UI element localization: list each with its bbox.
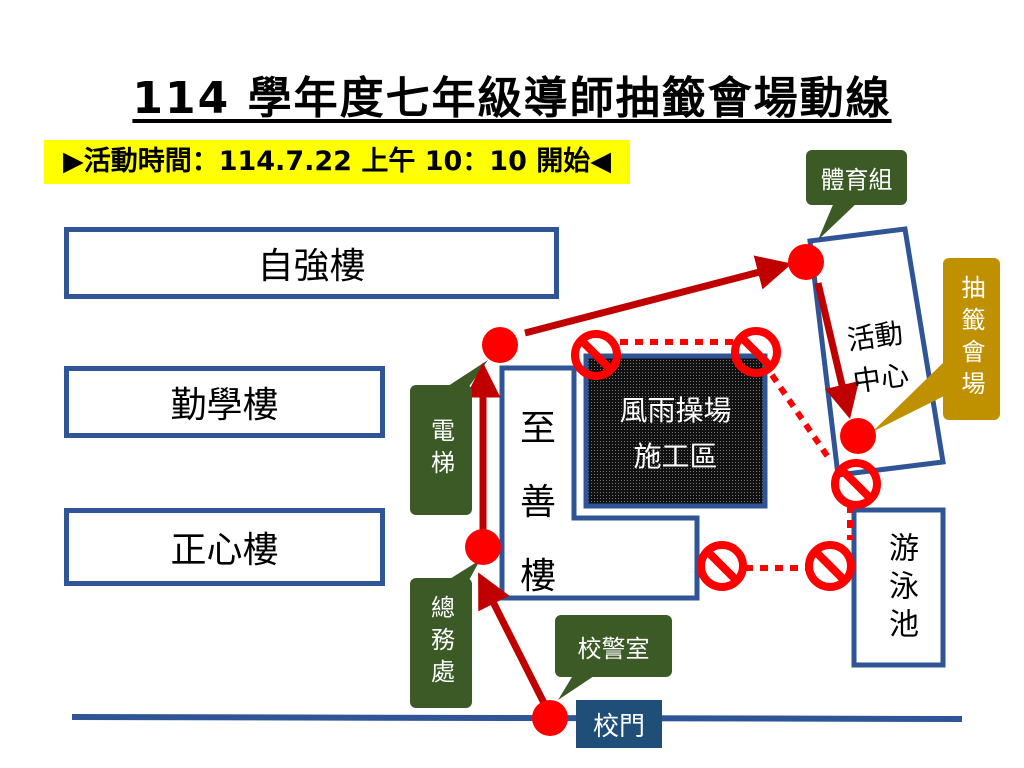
route-arrows [465,255,860,707]
title-text: 114 學年度七年級導師抽籤會場動線 [132,73,892,124]
route-points [465,244,876,736]
road [71,714,963,722]
pointer-guard [558,672,600,700]
building-pool-shape [851,507,946,668]
guard-room-label: 校警室 [555,615,672,677]
no-entry-icon [571,330,621,380]
activity-center-label: 活動中心 [844,316,911,399]
no-entry-icon [831,459,881,509]
char: 至 [519,408,556,449]
line: 施工區 [633,440,718,473]
char: 樓 [519,556,556,597]
no-entry-icons [571,327,881,591]
school-gate-label: 校門 [576,700,662,748]
line: 風雨操場 [619,394,732,427]
general-affairs-label: 總務處 [410,578,472,708]
building-qinxue: 勤學樓 [64,366,385,438]
no-entry-icon [697,541,747,591]
construction-label: 風雨操場 施工區 [586,388,765,480]
lottery-venue-label: 抽籤會場 [943,258,1000,420]
construction-area [583,353,768,509]
blocked-paths [620,339,853,571]
building-zhengxin: 正心樓 [64,508,385,586]
pointer-lottery [872,360,946,432]
sports-group-label: 體育組 [806,150,907,205]
no-entry-icon [805,541,855,591]
building-ziqiang: 自強樓 [64,227,559,299]
page-title: 114 學年度七年級導師抽籤會場動線 [0,62,1024,126]
pool-label: 游泳池 [883,532,918,646]
no-entry-icon [731,327,781,377]
char: 善 [519,482,556,523]
event-time-banner: ▶活動時間：114.7.22 上午 10：10 開始◀ [44,140,630,184]
pointer-sports [818,200,860,240]
elevator-label: 電梯 [410,385,472,515]
pointer-general [445,560,480,582]
building-zhishan-label: 至 善 樓 [518,392,558,614]
